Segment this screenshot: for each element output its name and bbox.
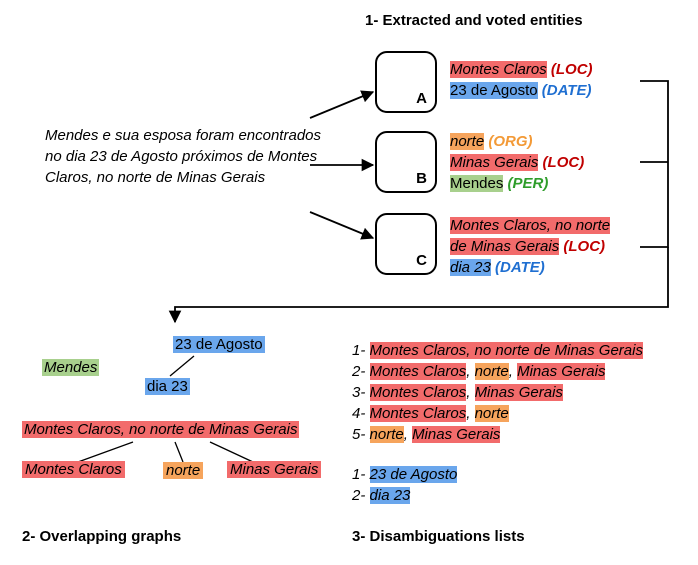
disambiguation-entity: Montes Claros, no norte de Minas Gerais (369, 342, 643, 359)
entity-tag: (DATE) (495, 259, 545, 276)
disambiguation-entity: norte (369, 426, 404, 443)
edge-loc-montes (77, 441, 134, 463)
input-sentence: Mendes e sua esposa foram encontrados no… (45, 127, 321, 186)
entity-text: 23 de Agosto (450, 82, 538, 99)
arrow-to-box-c (309, 211, 375, 240)
disambiguation-item: 1- Montes Claros, no norte de Minas Gera… (352, 342, 643, 359)
entity-b-1: Minas Gerais (LOC) (450, 154, 584, 171)
disambiguation-entity: Minas Gerais (517, 363, 606, 380)
disambiguation-item-number: 2- (352, 487, 370, 504)
disambiguation-item-number: 5- (352, 426, 370, 443)
graph-date-root: 23 de Agosto (173, 336, 265, 353)
disambiguation-entity: Montes Claros (369, 384, 467, 401)
disambiguation-item: 5- norte, Minas Gerais (352, 426, 501, 443)
box-c-label: C (416, 252, 427, 269)
model-box-a: A (375, 51, 437, 113)
graph-date-child: dia 23 (145, 378, 190, 395)
entity-text: Montes Claros, no norte (450, 217, 611, 234)
disambiguation-entity: 23 de Agosto (369, 466, 458, 483)
disambiguation-item-number: 2- (352, 363, 370, 380)
edge-date-root-child (169, 355, 195, 377)
graph-loc-child-montes: Montes Claros (22, 461, 125, 478)
section1-title: 1- Extracted and voted entities (365, 12, 583, 29)
entity-b-0: norte (ORG) (450, 133, 533, 150)
entity-tag: (DATE) (541, 82, 592, 99)
entity-text: de Minas Gerais (450, 238, 560, 255)
entity-text: Montes Claros (450, 61, 547, 78)
entity-text: Minas Gerais (450, 154, 539, 171)
disambiguation-entity: norte (474, 363, 509, 380)
disambiguation-separator: , (403, 426, 413, 443)
entity-c-0: Montes Claros, no norte (450, 217, 611, 234)
section3-title: 3- Disambiguations lists (352, 528, 525, 545)
entity-tag: (LOC) (550, 61, 593, 78)
disambiguation-separator: , (466, 405, 475, 422)
entity-b-2: Mendes (PER) (450, 175, 548, 192)
disambiguation-entity: dia 23 (369, 487, 411, 504)
flow-down-arrow (168, 247, 669, 324)
arrow-to-box-a (309, 90, 375, 119)
disambiguation-separator: , (466, 384, 475, 401)
disambiguation-item: 4- Montes Claros, norte (352, 405, 509, 422)
entity-a-1: 23 de Agosto (DATE) (450, 82, 591, 99)
graph-person: Mendes (42, 359, 100, 376)
entity-tag: (LOC) (563, 238, 606, 255)
entity-text: norte (450, 133, 485, 150)
entity-text: Mendes (450, 175, 504, 192)
graph-loc-child-minas: Minas Gerais (227, 461, 322, 478)
disambiguation-entity: Minas Gerais (412, 426, 501, 443)
disambiguation-entity: norte (474, 405, 509, 422)
edge-loc-norte (174, 441, 184, 463)
disambiguation-item: 1- 23 de Agosto (352, 466, 458, 483)
entity-tag: (ORG) (488, 133, 533, 150)
disambiguation-separator: , (466, 363, 475, 380)
disambiguation-item-number: 4- (352, 405, 370, 422)
graph-loc-root: Montes Claros, no norte de Minas Gerais (22, 421, 300, 438)
entity-text: dia 23 (450, 259, 491, 276)
model-box-b: B (375, 131, 437, 193)
disambiguation-entity: Montes Claros (369, 363, 467, 380)
entity-tag: (PER) (507, 175, 549, 192)
merge-bracket (640, 80, 669, 248)
disambiguation-item-number: 3- (352, 384, 370, 401)
entity-a-0: Montes Claros (LOC) (450, 61, 593, 78)
model-box-c: C (375, 213, 437, 275)
box-a-label: A (416, 90, 427, 107)
entity-c-2: dia 23 (DATE) (450, 259, 545, 276)
disambiguation-item-number: 1- (352, 466, 370, 483)
entity-c-1: de Minas Gerais (LOC) (450, 238, 605, 255)
edge-loc-minas (209, 441, 254, 463)
box-b-label: B (416, 170, 427, 187)
disambiguation-entity: Minas Gerais (474, 384, 563, 401)
graph-loc-child-norte: norte (163, 462, 204, 479)
disambiguation-item-number: 1- (352, 342, 370, 359)
disambiguation-item: 2- Montes Claros, norte, Minas Gerais (352, 363, 606, 380)
entity-tag: (LOC) (542, 154, 585, 171)
disambiguation-item: 2- dia 23 (352, 487, 411, 504)
disambiguation-entity: Montes Claros (369, 405, 467, 422)
disambiguation-separator: , (508, 363, 518, 380)
section2-title: 2- Overlapping graphs (22, 528, 182, 545)
disambiguation-item: 3- Montes Claros, Minas Gerais (352, 384, 563, 401)
